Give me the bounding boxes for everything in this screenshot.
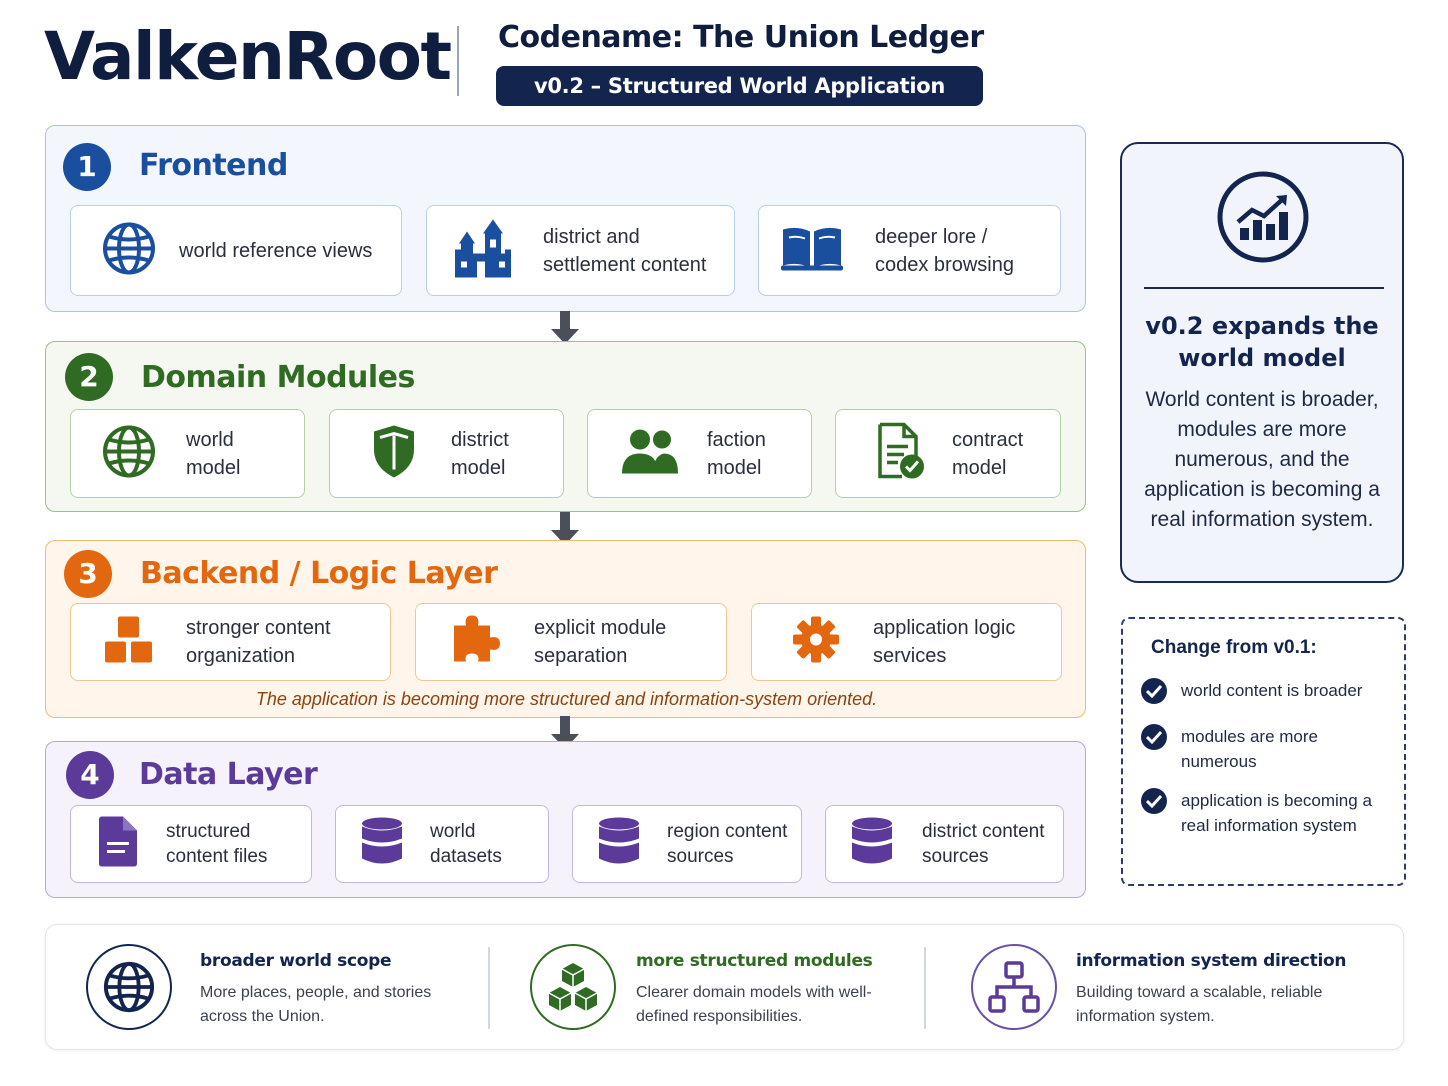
layer-frontend: 1 Frontend world reference views distric… xyxy=(45,125,1086,312)
flow-arrow-icon xyxy=(551,512,579,545)
card-world-reference-views: world reference views xyxy=(70,205,402,296)
globe-icon xyxy=(101,423,157,484)
side-panel-body: World content is broader, modules are mo… xyxy=(1144,388,1380,531)
version-badge: v0.2 – Structured World Application Visi… xyxy=(496,66,983,138)
database-icon xyxy=(850,817,894,872)
layer-title: Backend / Logic Layer xyxy=(140,556,498,591)
open-book-icon xyxy=(781,225,843,276)
card-label: district and settlement content xyxy=(543,225,707,276)
highlight-title: broader world scope xyxy=(200,951,392,971)
checkmark-icon xyxy=(1141,788,1167,814)
card-district-settlement-content: district and settlement content xyxy=(426,205,735,296)
card-label: faction model xyxy=(707,428,766,479)
people-icon xyxy=(622,427,678,480)
card-lore-codex-browsing: deeper lore / codex browsing xyxy=(758,205,1061,296)
highlight-description: Building toward a scalable, reliable inf… xyxy=(1076,984,1323,1025)
flow-arrow-icon xyxy=(551,311,579,344)
layer-number-badge: 4 xyxy=(66,751,114,799)
layer-number-badge: 3 xyxy=(64,550,112,598)
highlights-strip: broader world scope More places, people,… xyxy=(45,924,1404,1050)
highlight-badge xyxy=(530,944,616,1030)
change-list-title: Change from v0.1: xyxy=(1151,637,1317,658)
database-icon xyxy=(597,817,641,872)
flow-arrow-icon xyxy=(551,716,579,749)
growth-chart-icon xyxy=(1216,170,1310,269)
change-list-box: Change from v0.1: world content is broad… xyxy=(1121,617,1406,886)
codename-title: Codename: The Union Ledger xyxy=(498,20,984,55)
change-item: world content is broader xyxy=(1181,681,1363,700)
card-label: district model xyxy=(451,428,509,479)
layer-backend-logic: 3 Backend / Logic Layer stronger content… xyxy=(45,540,1086,718)
layer-number-badge: 2 xyxy=(65,353,113,401)
card-structured-content-files: structured content files xyxy=(70,805,312,883)
shield-icon xyxy=(372,423,416,484)
highlight-description: More places, people, and stories across … xyxy=(200,984,432,1025)
highlight-divider xyxy=(488,947,490,1029)
card-label: world datasets xyxy=(430,821,502,867)
card-district-model: district model xyxy=(329,409,564,498)
card-district-content-sources: district content sources xyxy=(825,805,1064,883)
checkmark-icon xyxy=(1141,724,1167,750)
card-module-separation: explicit module separation xyxy=(415,603,727,681)
header-divider xyxy=(457,26,459,96)
card-label: stronger content organization xyxy=(186,617,331,667)
highlight-description: Clearer domain models with well-defined … xyxy=(636,984,872,1025)
card-label: district content sources xyxy=(922,821,1045,867)
layer-number-badge: 1 xyxy=(63,143,111,191)
brand-title: ValkenRoot xyxy=(44,18,452,95)
card-faction-model: faction model xyxy=(587,409,812,498)
gear-icon xyxy=(792,616,840,669)
layer-title: Domain Modules xyxy=(141,360,415,395)
side-panel-summary: v0.2 expands the world model World conte… xyxy=(1120,142,1404,583)
card-label: world reference views xyxy=(179,239,373,262)
highlight-title: more structured modules xyxy=(636,951,873,971)
highlight-title: information system direction xyxy=(1076,951,1347,971)
card-world-model: world model xyxy=(70,409,305,498)
header: ValkenRoot Codename: The Union Ledger v0… xyxy=(0,0,1448,138)
card-label: world model xyxy=(186,428,241,479)
layer-domain-modules: 2 Domain Modules world model district mo… xyxy=(45,341,1086,512)
card-logic-services: application logic services xyxy=(751,603,1062,681)
change-item: modules are more numerous xyxy=(1181,727,1319,771)
side-panel-divider xyxy=(1144,287,1384,289)
change-item: application is becoming a real informati… xyxy=(1181,791,1372,835)
layer-note: The application is becoming more structu… xyxy=(255,689,878,709)
layer-title: Data Layer xyxy=(139,757,318,792)
highlight-badge xyxy=(86,944,172,1030)
highlight-divider xyxy=(924,947,926,1029)
card-label: explicit module separation xyxy=(534,617,667,667)
card-contract-model: contract model xyxy=(835,409,1061,498)
castle-icon xyxy=(453,217,513,284)
database-icon xyxy=(360,817,404,872)
layer-title: Frontend xyxy=(139,148,288,183)
document-icon xyxy=(97,816,139,873)
card-label: application logic services xyxy=(873,617,1016,667)
checkmark-icon xyxy=(1141,678,1167,704)
layer-data: 4 Data Layer structured content files wo… xyxy=(45,741,1086,898)
highlight-badge xyxy=(971,944,1057,1030)
side-panel-heading: v0.2 expands the world model xyxy=(1145,312,1379,372)
card-label: structured content files xyxy=(166,821,268,867)
globe-icon xyxy=(101,220,157,281)
puzzle-icon xyxy=(450,614,502,671)
card-label: region content sources xyxy=(667,821,788,867)
contract-check-icon xyxy=(876,422,926,485)
card-content-organization: stronger content organization xyxy=(70,603,391,681)
card-world-datasets: world datasets xyxy=(335,805,549,883)
card-label: deeper lore / codex browsing xyxy=(875,225,1014,276)
blocks-icon xyxy=(103,615,155,670)
card-label: contract model xyxy=(952,428,1024,479)
card-region-content-sources: region content sources xyxy=(572,805,802,883)
